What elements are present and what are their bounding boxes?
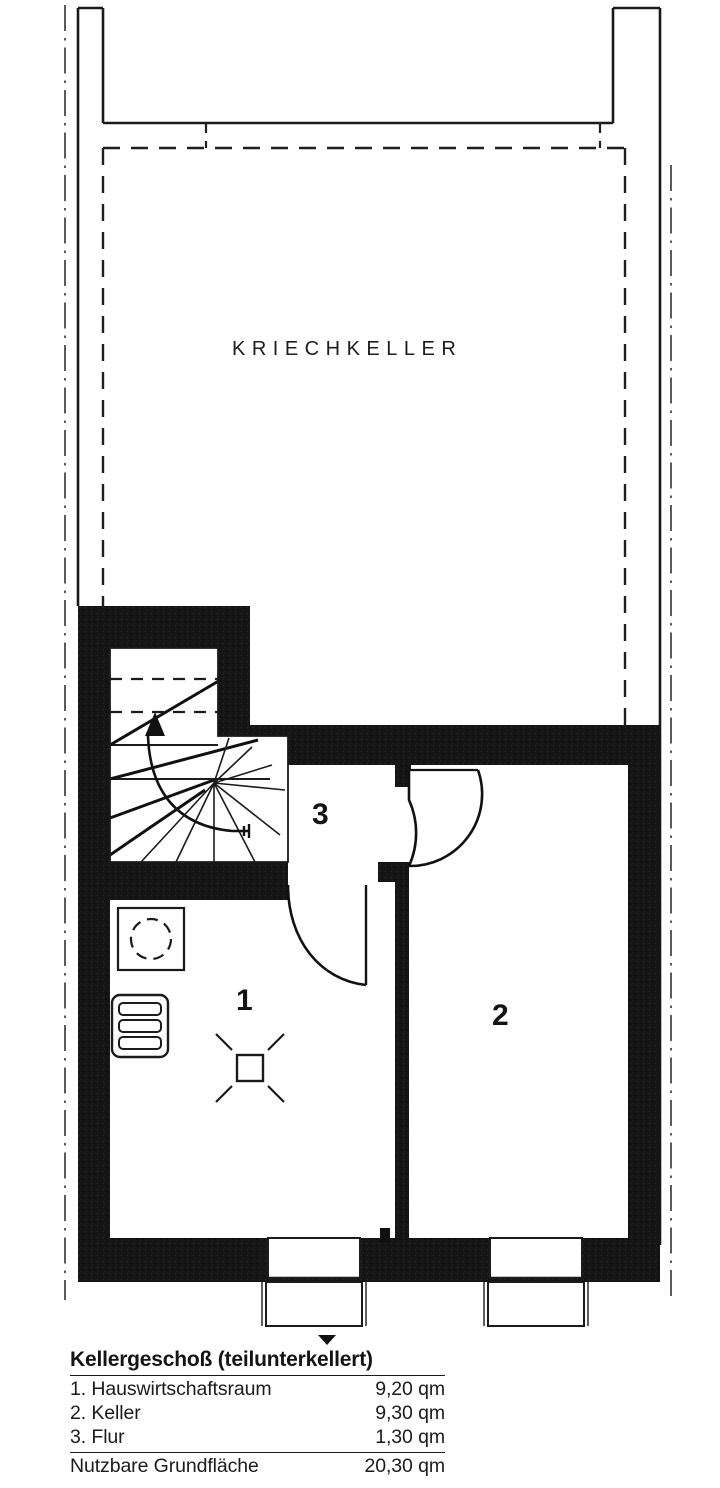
room-number-3: 3 (312, 798, 329, 831)
wall-jamb-upper (395, 765, 409, 787)
stair-up-arrow (145, 712, 165, 736)
wall-partition-1-2 (395, 862, 409, 1242)
room-number-1: 1 (236, 984, 253, 1017)
legend-row-label: 1. Hauswirtschaftsraum (70, 1378, 272, 1400)
legend-title: Kellergeschoß (teilunterkellert) (70, 1348, 373, 1371)
wall-notch-detail (395, 758, 411, 770)
stair-well-outline (109, 647, 289, 863)
legend-row: 1. Hauswirtschaftsraum 9,20 qm (70, 1378, 445, 1402)
legend-row-value: 1,30 qm (375, 1425, 445, 1448)
wall-tick-center (380, 1228, 390, 1242)
radiator-symbol (110, 993, 170, 1059)
legend-row-label: 3. Flur (70, 1425, 125, 1448)
light-well-room2 (483, 1237, 589, 1327)
stair-stringers (109, 677, 259, 857)
wall-jamb-lower (378, 862, 409, 882)
crawlspace-label: KRIECHKELLER (232, 338, 463, 360)
legend-row-label: 2. Keller (70, 1401, 141, 1424)
light-well-room1 (261, 1237, 367, 1327)
boiler-star-symbol (215, 1033, 285, 1103)
legend-row-value: 9,30 qm (375, 1401, 445, 1424)
room-number-2: 2 (492, 999, 509, 1032)
staircase (109, 647, 289, 863)
legend-total-label: Nutzbare Grundfläche (70, 1455, 259, 1478)
washing-machine-symbol (116, 906, 186, 972)
legend-row: 3. Flur 1,30 qm (70, 1426, 445, 1450)
wall-right-exterior (628, 725, 660, 1282)
door-room3-room2 (407, 768, 484, 868)
legend-total-value: 20,30 qm (364, 1455, 445, 1478)
wall-mid-horizontal (218, 725, 660, 765)
crawlspace-dashed-boundary (101, 146, 627, 735)
wall-left-exterior (78, 606, 110, 1282)
crawlspace-dashed-corner-joints (204, 123, 602, 148)
stair-treads-solid (110, 744, 270, 780)
stair-line-terminator (232, 824, 251, 838)
legend-total-row: Nutzbare Grundfläche 20,30 qm (70, 1453, 445, 1478)
legend-divider-top (70, 1375, 445, 1376)
legend-divider-bottom (70, 1452, 445, 1454)
scan-artifact-mark (318, 1335, 336, 1345)
stair-walking-line (146, 735, 233, 833)
stair-winder-radials (140, 737, 286, 863)
basement-walls (78, 606, 660, 1282)
wall-stairwell-right (218, 606, 250, 736)
legend: Kellergeschoß (teilunterkellert) 1. Haus… (70, 1348, 470, 1478)
legend-row: 2. Keller 9,30 qm (70, 1402, 445, 1426)
wall-stair-bottom (78, 862, 288, 900)
legend-row-value: 9,20 qm (375, 1378, 445, 1400)
door-room3-room1 (286, 884, 368, 987)
legend-rows: 1. Hauswirtschaftsraum 9,20 qm 2. Keller… (70, 1376, 470, 1449)
